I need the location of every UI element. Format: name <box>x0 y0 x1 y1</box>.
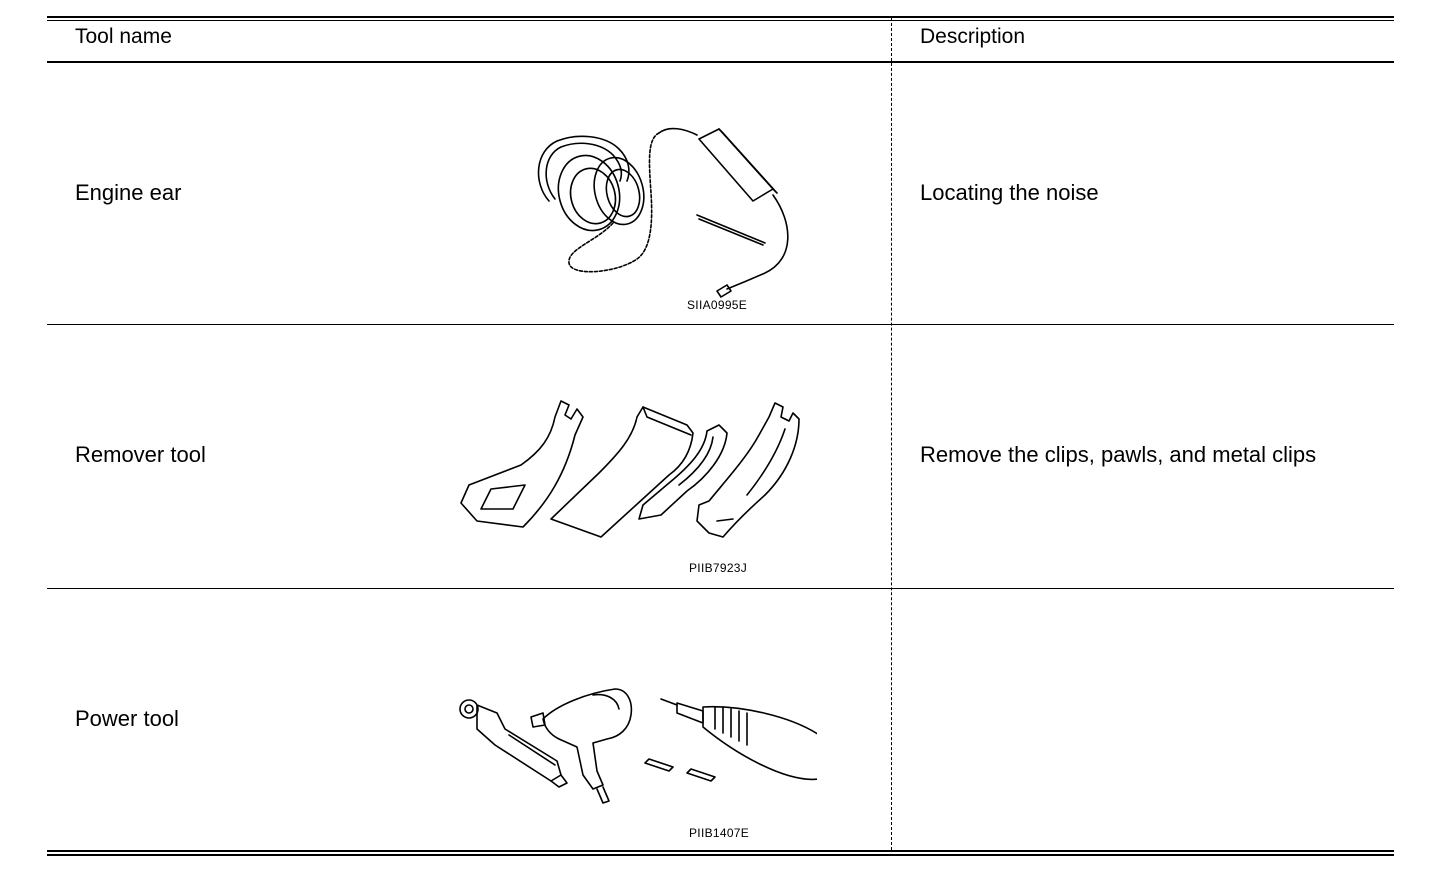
row-divider <box>47 588 1394 589</box>
header-rule <box>47 61 1394 63</box>
column-header-tool-name: Tool name <box>75 25 172 48</box>
tool-description-cell: Locating the noise <box>920 180 1099 205</box>
table-top-rule <box>47 16 1394 18</box>
table-bottom-rule-inner <box>47 854 1394 856</box>
column-header-description: Description <box>920 25 1026 48</box>
figure-code: PIIB1407E <box>689 826 750 840</box>
table-bottom-rule <box>47 850 1394 852</box>
figure-code: SIIA0995E <box>687 298 748 312</box>
tool-name-cell: Remover tool <box>75 442 206 467</box>
tool-name-cell: Engine ear <box>75 180 182 205</box>
remover-tool-icon: PIIB7923J <box>447 325 817 575</box>
tool-description-cell: Remove the clips, pawls, and metal clips <box>920 442 1317 467</box>
table-row: Engine ear <box>47 63 1394 325</box>
table-row: Remover tool PIIB7923J Remove the clips,… <box>47 325 1394 587</box>
row-divider <box>47 324 1394 325</box>
engine-ear-icon: SIIA0995E <box>447 63 817 313</box>
column-separator <box>891 18 892 850</box>
figure-code: PIIB7923J <box>689 561 748 575</box>
power-tool-icon: PIIB1407E <box>447 589 817 840</box>
special-service-tools-table: Tool name Description Engine ear <box>47 16 1394 856</box>
table-row: Power tool <box>47 589 1394 851</box>
tool-name-cell: Power tool <box>75 706 179 731</box>
table-top-rule-inner <box>47 20 1394 21</box>
